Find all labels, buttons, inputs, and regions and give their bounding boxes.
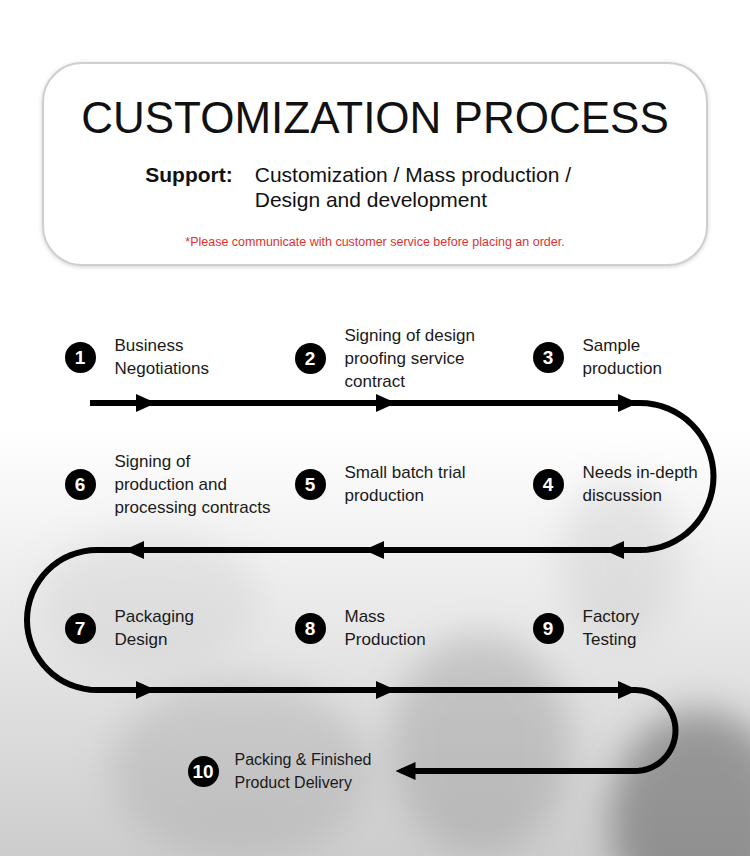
step-node: 4 Needs in-depth discussion <box>533 461 708 550</box>
step-number: 3 <box>533 342 564 373</box>
step-node: 1 Business Negotiations <box>65 334 235 403</box>
step-number: 8 <box>295 613 326 644</box>
step-label: Factory Testing <box>583 605 683 651</box>
step-node: 5 Small batch trial production <box>295 461 485 550</box>
step-node: 2 Signing of design proofing service cont… <box>295 324 485 404</box>
info-panel: CUSTOMIZATION PROCESS Support: Customizati… <box>42 62 708 266</box>
support-text: Customization / Mass production / Design… <box>255 162 605 212</box>
step-number: 7 <box>65 613 96 644</box>
step-number: 9 <box>533 613 564 644</box>
support-label: Support: <box>145 162 232 212</box>
step-label: Small batch trial production <box>345 461 485 507</box>
step-label: Business Negotiations <box>115 334 235 380</box>
step-number: 1 <box>65 342 96 373</box>
flow-arrow <box>130 547 370 553</box>
photo-shade <box>390 635 570 855</box>
step-node: 6 Signing of production and processing co… <box>65 450 273 551</box>
order-note: *Please communicate with customer servic… <box>64 234 686 250</box>
step-number: 5 <box>295 469 326 500</box>
flow-arrow <box>402 690 676 771</box>
step-number: 6 <box>65 469 96 500</box>
step-label: Needs in-depth discussion <box>583 461 708 507</box>
step-label: Mass Production <box>345 605 455 651</box>
flow-lead-in <box>90 400 150 406</box>
step-node: 9 Factory Testing <box>533 605 683 690</box>
photo-shade <box>610 710 750 856</box>
step-node: 3 Sample production <box>533 334 683 403</box>
step-label: Signing of production and processing con… <box>115 450 273 519</box>
step-label: Packing & Finished Product Delivery <box>235 748 380 794</box>
step-label: Sample production <box>583 334 683 380</box>
step-number: 10 <box>188 756 219 787</box>
step-label: Packaging Design <box>115 605 225 651</box>
flow-arrow <box>390 400 632 406</box>
flow-arrow <box>150 687 390 693</box>
flow-arrow <box>150 400 390 406</box>
step-node: 8 Mass Production <box>295 605 455 690</box>
step-node: 7 Packaging Design <box>65 605 225 690</box>
flow-arrow <box>390 687 632 693</box>
step-number: 2 <box>295 343 326 374</box>
panel-title: CUSTOMIZATION PROCESS <box>64 94 686 142</box>
flow-arrow <box>370 547 610 553</box>
step-node: 10 Packing & Finished Product Delivery <box>188 748 402 794</box>
step-label: Signing of design proofing service contr… <box>345 324 485 393</box>
step-number: 4 <box>533 469 564 500</box>
